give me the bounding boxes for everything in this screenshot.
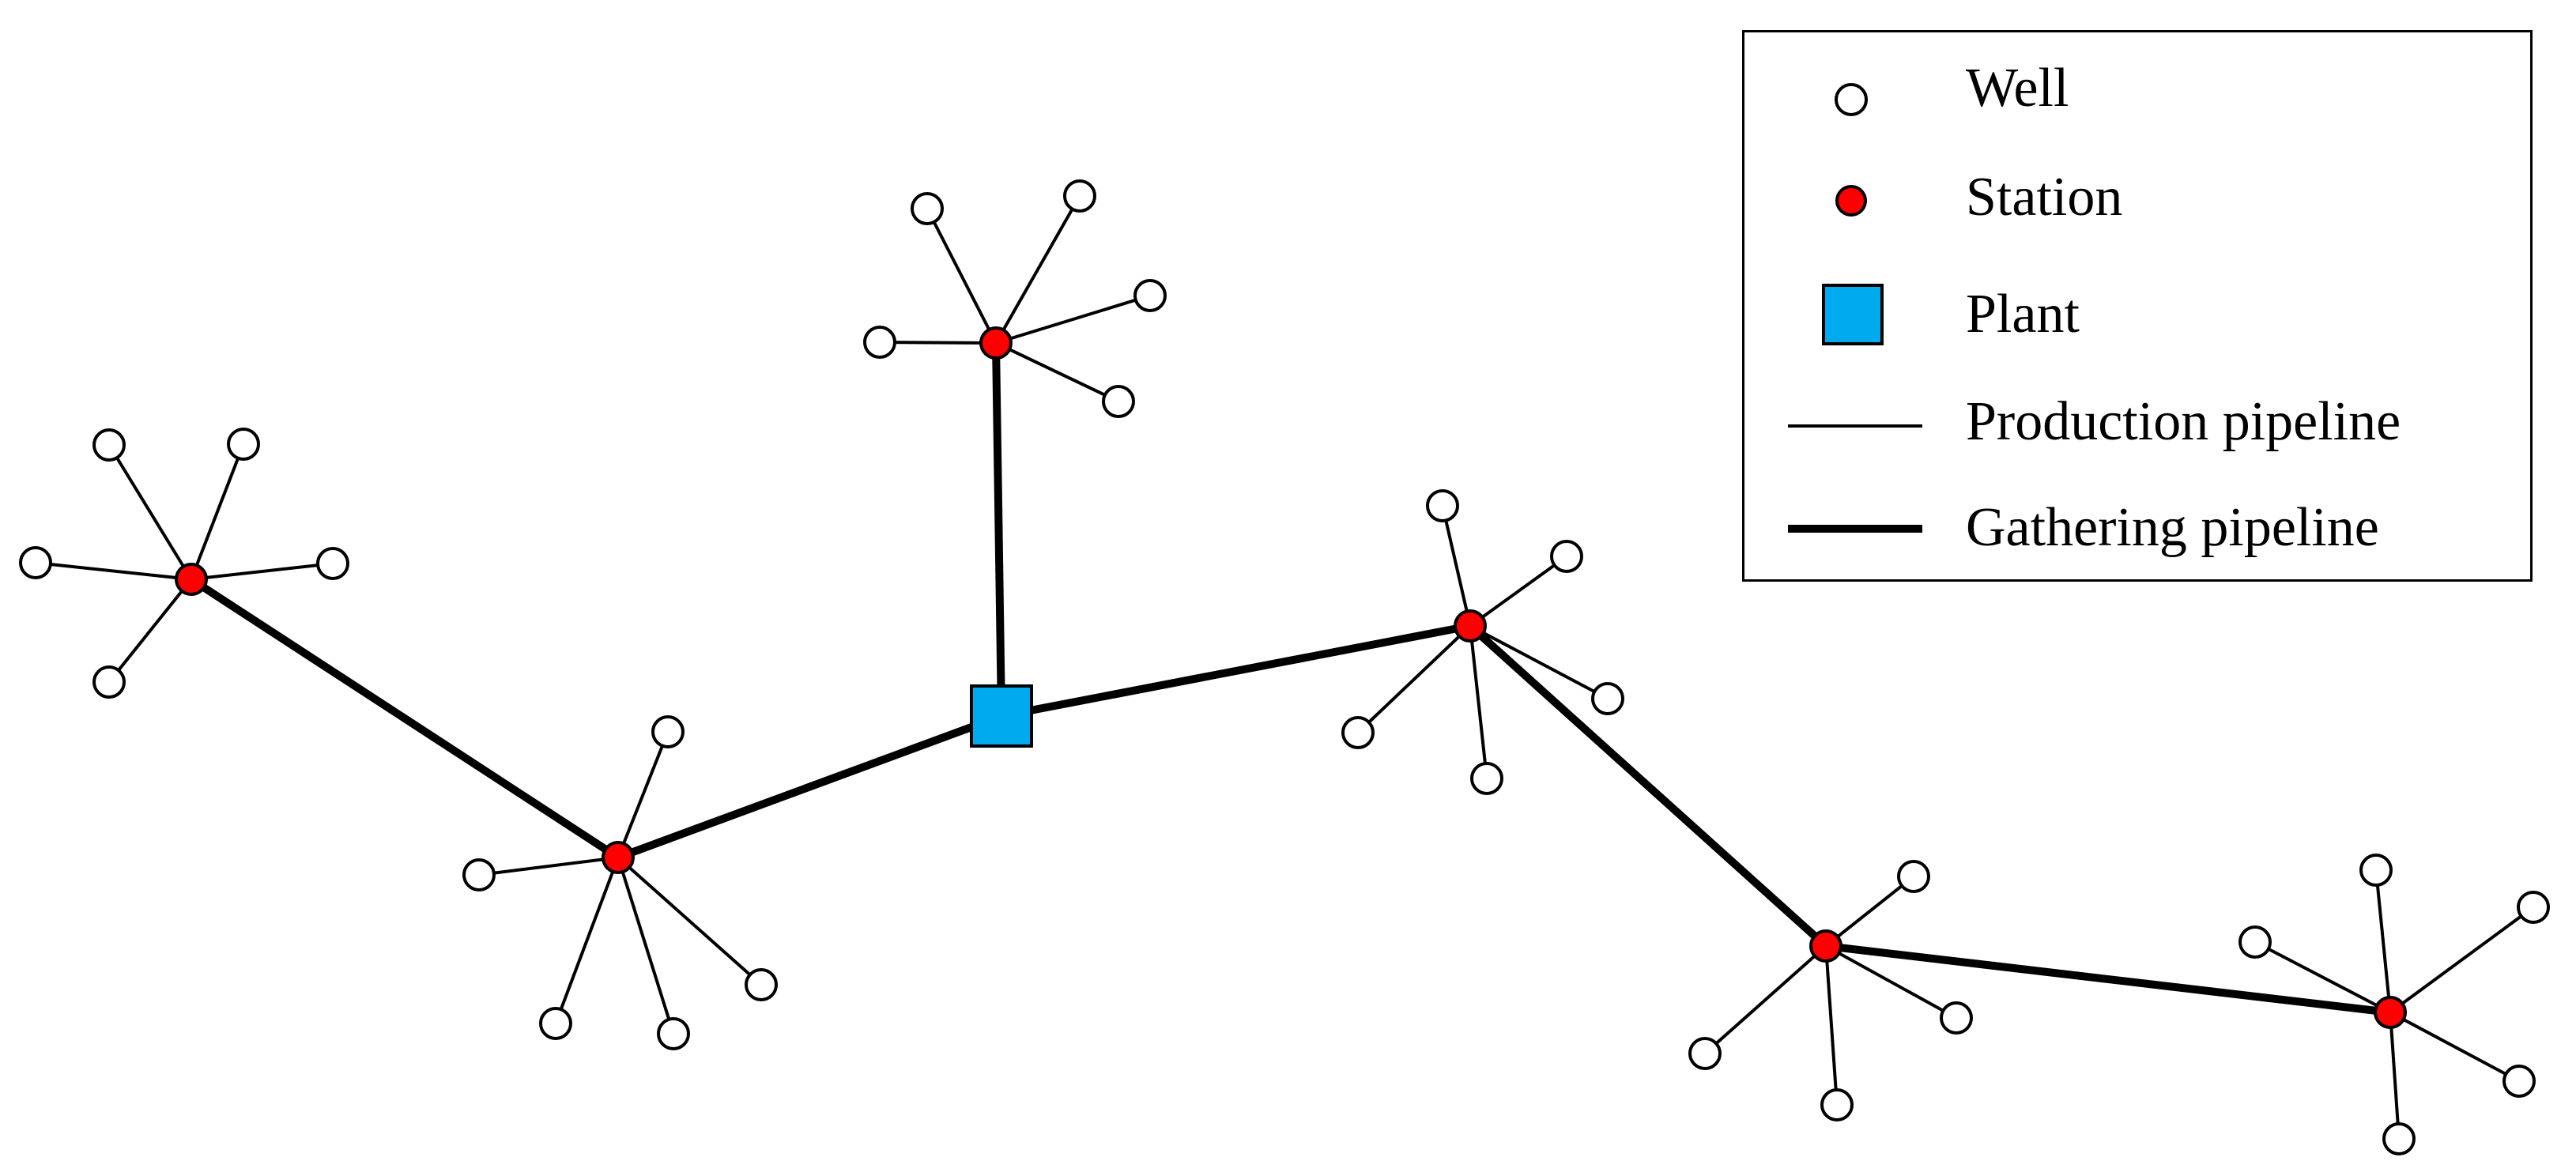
well-node xyxy=(1133,279,1167,312)
production-pipeline xyxy=(1356,624,1472,734)
well-node xyxy=(2517,891,2550,924)
well-node xyxy=(745,968,778,1001)
well-node xyxy=(1102,385,1135,418)
wells xyxy=(19,179,2550,1155)
production-pipeline xyxy=(1824,945,1839,1106)
well-node xyxy=(651,715,685,748)
well-node xyxy=(19,546,52,579)
production-pipeline xyxy=(994,195,1081,344)
production-pipeline xyxy=(478,856,619,876)
legend-label-plant: Plant xyxy=(1966,284,2080,345)
well-node xyxy=(227,428,260,461)
production-pipeline xyxy=(926,208,998,344)
well-node xyxy=(316,547,349,580)
station-node xyxy=(1454,609,1487,643)
production-pipeline xyxy=(1824,875,1915,948)
well-node xyxy=(1550,540,1583,573)
well-node xyxy=(1820,1088,1854,1121)
production-pipeline xyxy=(554,857,620,1024)
station-node xyxy=(2374,996,2407,1029)
well-node xyxy=(1940,1001,1973,1035)
production-pipeline xyxy=(190,562,334,581)
station-node xyxy=(602,841,635,874)
well-node xyxy=(1063,179,1096,213)
well-node xyxy=(1426,489,1459,522)
production-pipeline xyxy=(1441,505,1472,627)
production-pipeline xyxy=(2389,906,2535,1014)
gathering-pipeline xyxy=(1466,622,1830,950)
production-pipeline xyxy=(617,857,675,1035)
plants xyxy=(970,684,1033,748)
well-node xyxy=(1470,762,1503,795)
gathering-pipeline xyxy=(992,339,1005,720)
station-icon xyxy=(1835,185,1867,217)
gathering-pipelines xyxy=(187,339,2394,1016)
well-node xyxy=(92,665,126,699)
gathering-pipeline xyxy=(1822,942,2394,1016)
well-node xyxy=(863,326,896,359)
station-node xyxy=(979,326,1013,360)
well-node xyxy=(911,192,944,225)
well-node xyxy=(657,1017,690,1050)
production-pipeline xyxy=(879,341,997,345)
well-node xyxy=(92,428,126,462)
well-node xyxy=(2359,854,2393,887)
well-node xyxy=(1688,1037,1722,1070)
production-pipeline xyxy=(190,443,245,580)
legend-label-production-pipeline: Production pipeline xyxy=(1966,391,2401,452)
production-pipeline xyxy=(107,443,193,581)
production-pipeline xyxy=(2254,940,2391,1014)
well-node xyxy=(1341,716,1375,749)
production-pipeline xyxy=(35,561,192,581)
plant-icon xyxy=(1822,284,1884,345)
well-node xyxy=(1591,682,1624,715)
production-pipeline xyxy=(1469,625,1488,779)
production-pipeline xyxy=(1469,555,1568,628)
well-icon xyxy=(1835,83,1868,116)
gathering-pipeline xyxy=(614,712,1005,861)
production-pipeline xyxy=(2389,1012,2401,1140)
legend-label-gathering-pipeline: Gathering pipeline xyxy=(1966,497,2379,558)
legend-label-well: Well xyxy=(1966,58,2069,119)
legend: Well Station Plant Production pipeline G… xyxy=(1742,30,2533,582)
production-pipeline xyxy=(1825,944,1957,1020)
station-node xyxy=(1809,929,1842,963)
well-node xyxy=(2382,1122,2416,1155)
production-pipeline xyxy=(617,856,763,986)
well-node xyxy=(539,1007,572,1040)
legend-label-station: Station xyxy=(1966,167,2123,228)
production-pipeline xyxy=(107,578,193,684)
production-pipelines xyxy=(35,195,2535,1140)
production-pipeline xyxy=(1703,944,1827,1055)
plant-node xyxy=(970,684,1033,748)
gathering-pipeline xyxy=(998,622,1474,720)
production-pipeline xyxy=(2389,1011,2520,1083)
stations xyxy=(175,326,2407,1029)
production-pipeline xyxy=(995,294,1151,345)
production-pipeline xyxy=(617,731,669,858)
well-node xyxy=(2238,925,2272,959)
legend-symbols xyxy=(1788,83,1922,533)
gathering-pipeline xyxy=(187,575,622,861)
well-node xyxy=(2502,1065,2536,1098)
production-pipeline xyxy=(1469,624,1609,700)
station-node xyxy=(175,563,208,596)
production-pipeline xyxy=(995,341,1119,403)
well-node xyxy=(462,858,496,891)
well-node xyxy=(1897,860,1930,893)
production-pipeline xyxy=(2374,869,2392,1013)
